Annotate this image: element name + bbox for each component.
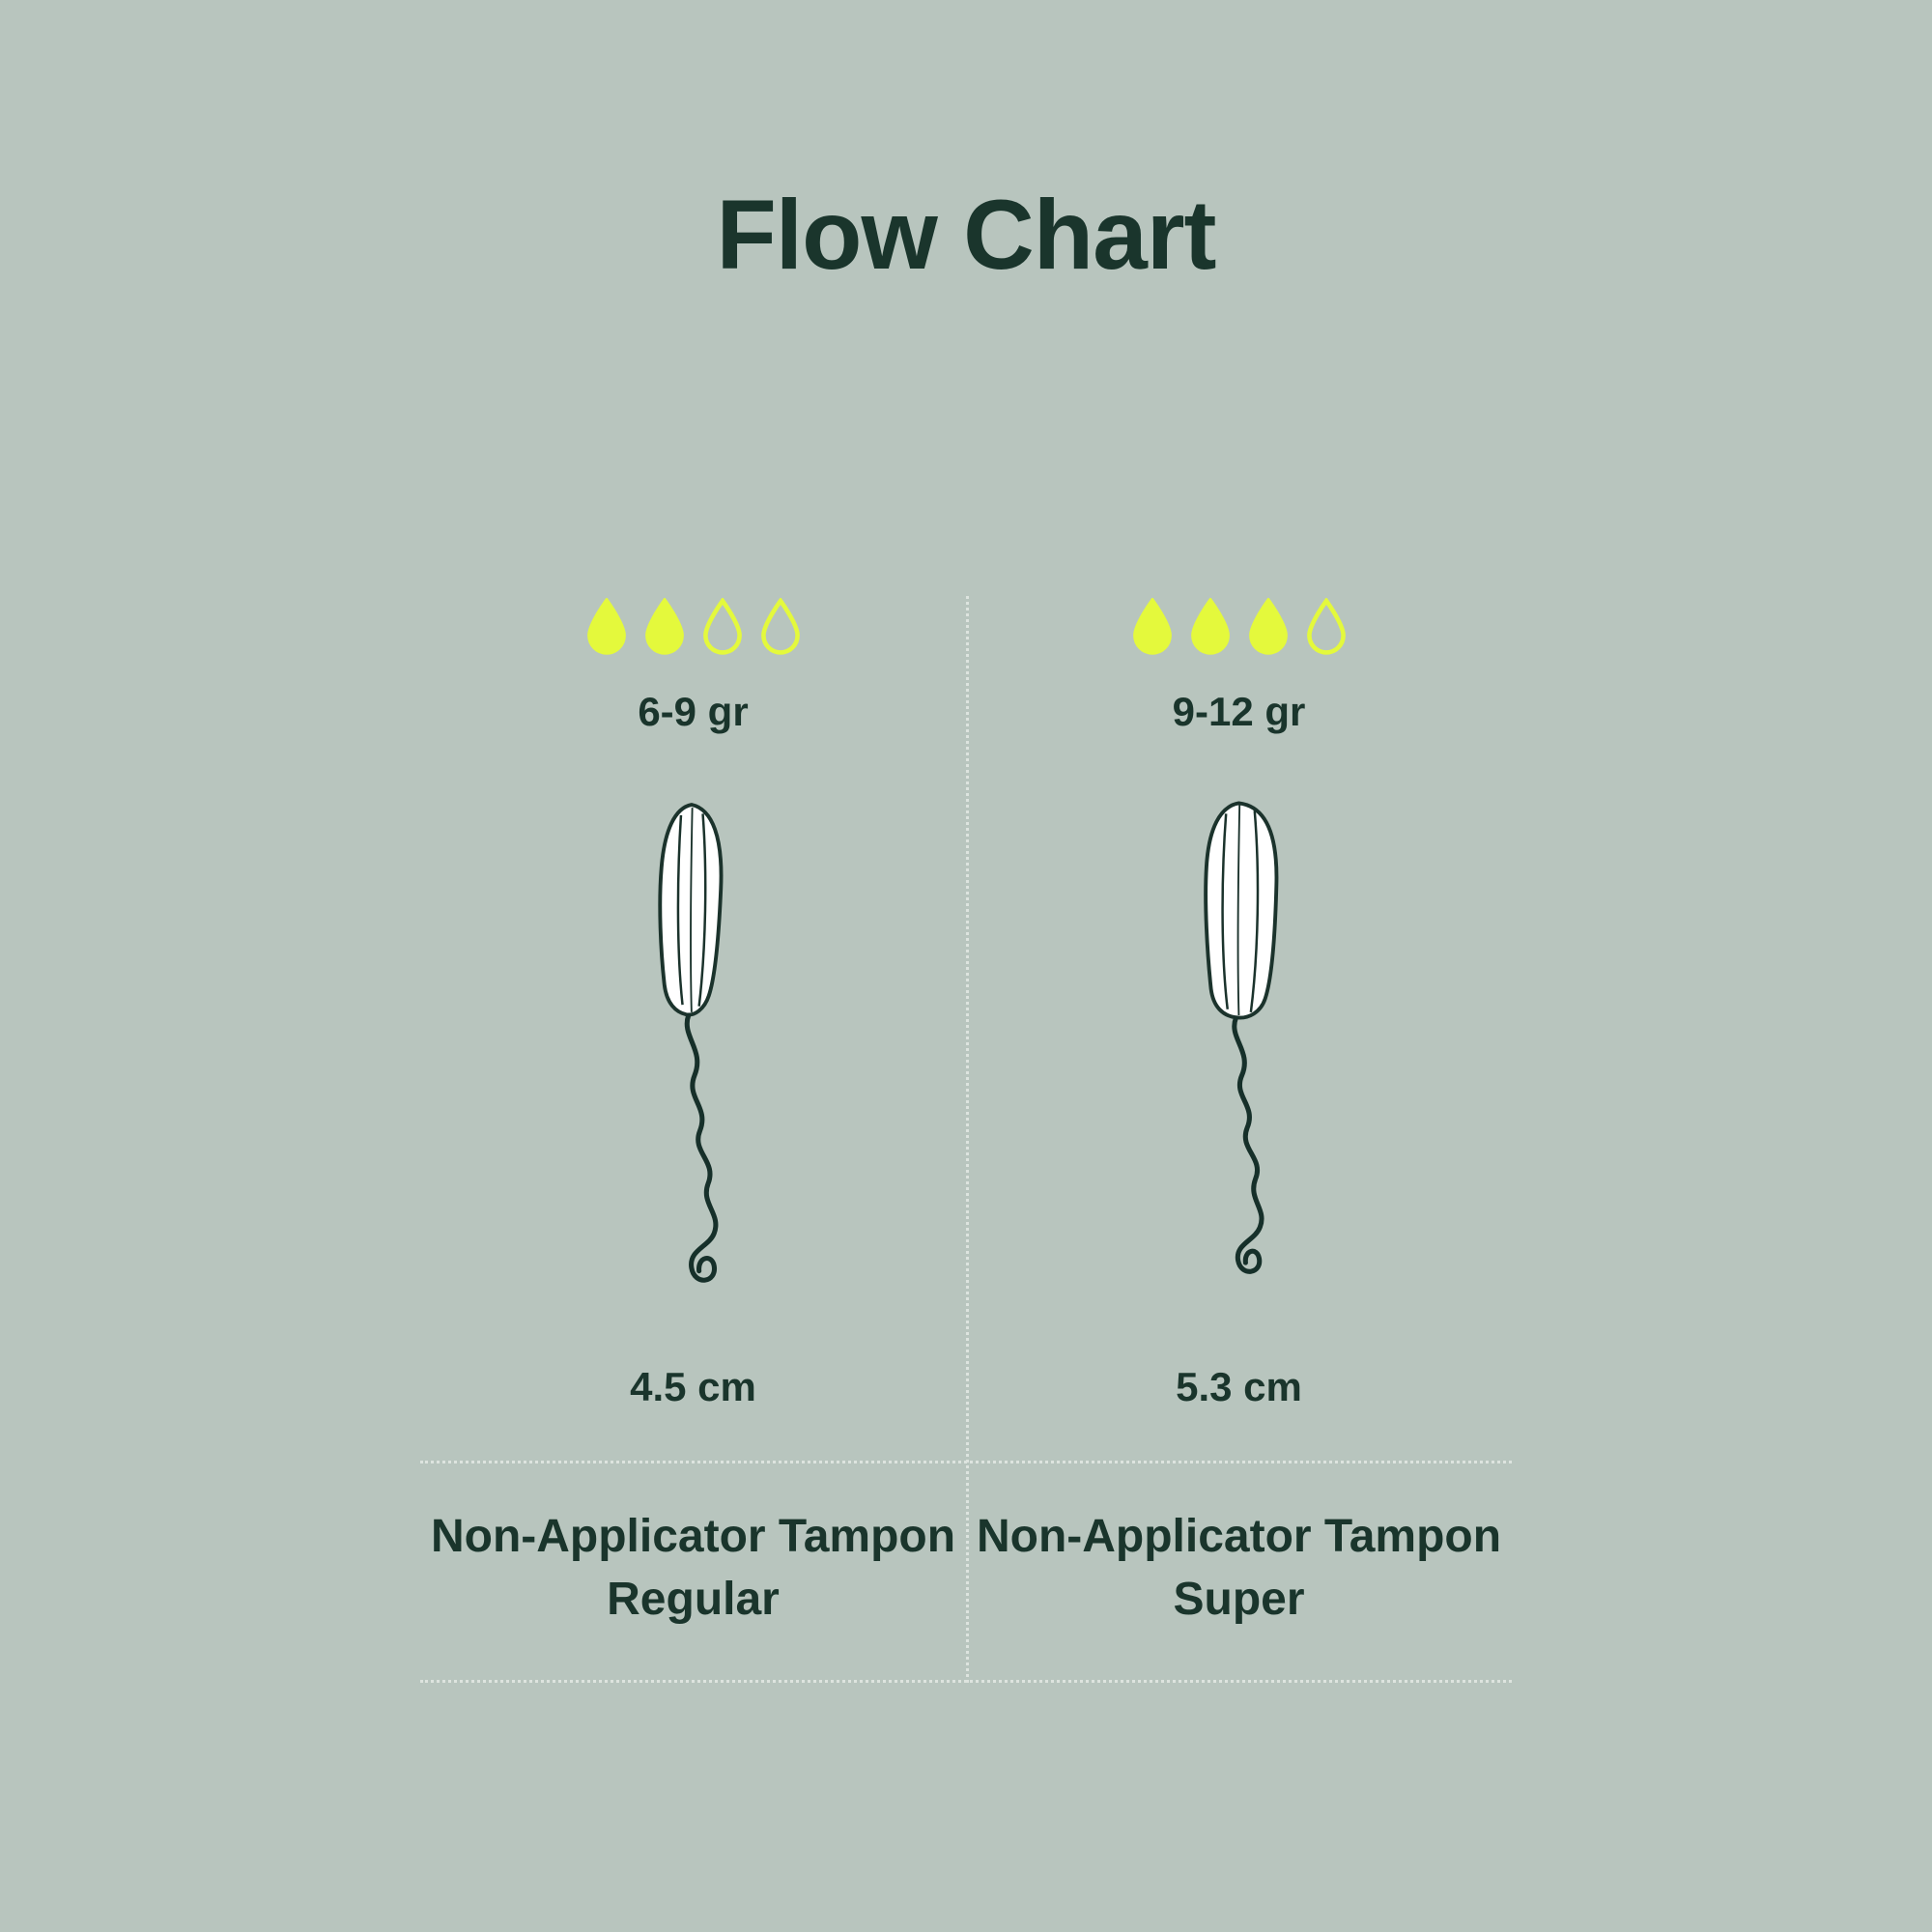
flow-rating-super (1128, 596, 1350, 656)
drop-icon (586, 598, 626, 655)
drop-icon (760, 598, 800, 655)
absorbency-label: 6-9 gr (638, 689, 749, 734)
length-label: 4.5 cm (630, 1364, 756, 1409)
drop-icon (1132, 598, 1172, 655)
comparison-panel: 6-9 gr 4.5 cm 9-12 gr (420, 596, 1512, 1683)
drop-icon (1306, 598, 1346, 655)
columns: 6-9 gr 4.5 cm 9-12 gr (420, 596, 1512, 1461)
drop-icon (644, 598, 684, 655)
product-name-super: Non-Applicator Tampon Super (966, 1506, 1512, 1632)
drop-icon (1190, 598, 1230, 655)
product-name-line1: Non-Applicator Tampon (430, 1511, 956, 1562)
tampon-illustration-regular (603, 791, 783, 1318)
product-name-regular: Non-Applicator Tampon Regular (420, 1506, 966, 1632)
drop-icon (702, 598, 742, 655)
product-name-line2: Super (1173, 1573, 1305, 1625)
column-regular: 6-9 gr 4.5 cm (420, 596, 966, 1461)
product-name-line2: Regular (607, 1573, 780, 1625)
product-name-line1: Non-Applicator Tampon (976, 1511, 1502, 1562)
absorbency-label: 9-12 gr (1172, 689, 1306, 734)
tampon-illustration-super (1149, 791, 1329, 1318)
page-title: Flow Chart (716, 180, 1217, 290)
flow-rating-regular (582, 596, 805, 656)
vertical-divider (966, 596, 969, 1683)
length-label: 5.3 cm (1176, 1364, 1302, 1409)
column-super: 9-12 gr 5.3 cm (966, 596, 1512, 1461)
drop-icon (1248, 598, 1288, 655)
